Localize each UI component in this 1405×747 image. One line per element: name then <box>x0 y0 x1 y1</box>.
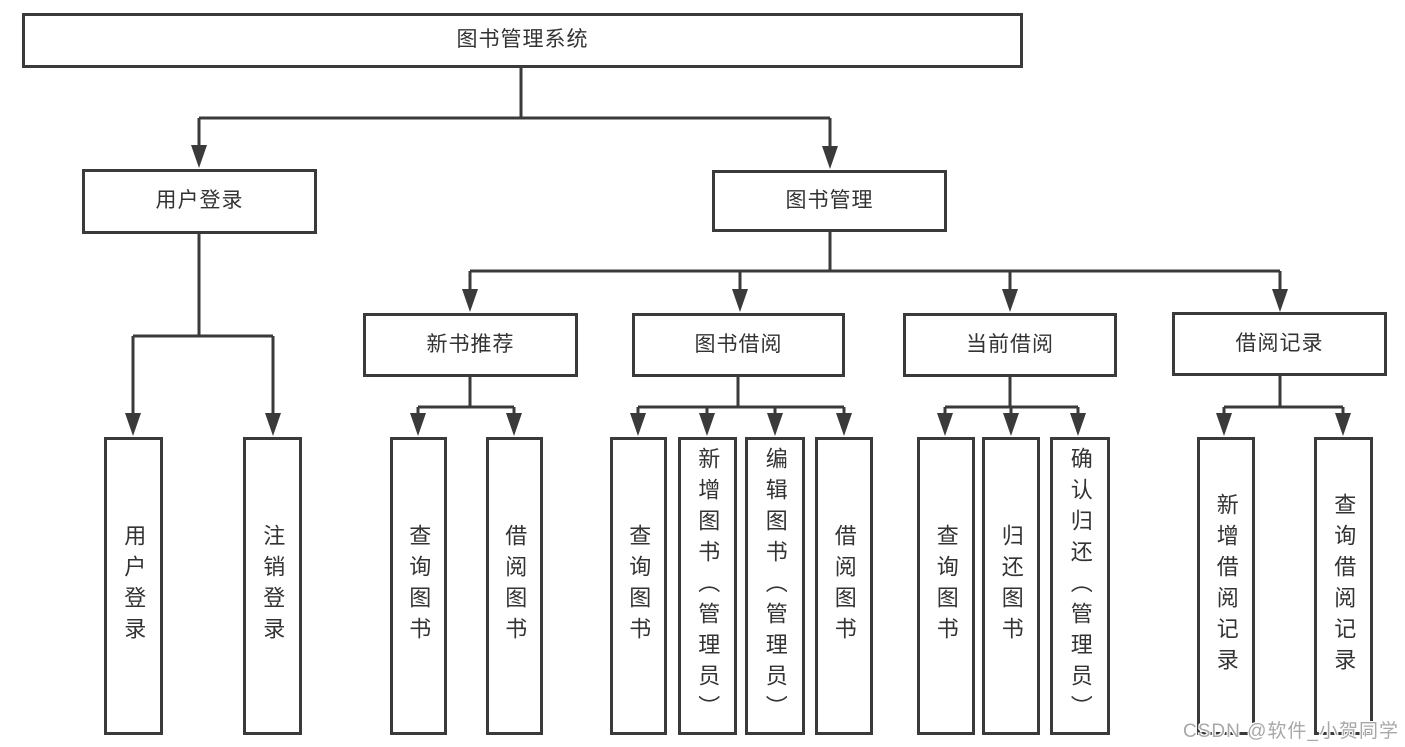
connector-line <box>636 376 846 415</box>
node-new-book-recommend: 新书推荐 <box>363 313 578 377</box>
connector-current-borrow-to-children <box>937 376 1086 436</box>
leaf-query-books-current: 查询图书 <box>917 437 975 735</box>
leaf-logout: 注销登录 <box>243 437 302 735</box>
node-user-login: 用户登录 <box>82 169 317 234</box>
connector-root-to-level2 <box>191 66 838 169</box>
connector-user-login-to-children <box>125 232 281 436</box>
leaf-edit-books-admin: 编辑图书（管理员） <box>745 437 805 735</box>
arrowhead <box>410 413 522 436</box>
csdn-watermark: CSDN @软件_小贺同学 <box>1183 721 1399 742</box>
leaf-borrow-books: 借阅图书 <box>815 437 873 735</box>
arrowhead <box>191 145 838 169</box>
connector-new-book-rec-to-children <box>410 376 522 436</box>
arrowhead <box>125 413 281 436</box>
arrowhead <box>1216 413 1351 436</box>
node-current-borrow: 当前借阅 <box>903 313 1117 377</box>
connector-line <box>197 66 832 148</box>
arrowhead <box>630 413 852 436</box>
node-borrow-records: 借阅记录 <box>1172 312 1387 376</box>
connector-borrow-records-to-children <box>1216 374 1351 436</box>
node-root-system: 图书管理系统 <box>22 13 1023 68</box>
leaf-user-login: 用户登录 <box>104 437 163 735</box>
connector-book-management-to-level3 <box>462 231 1288 312</box>
leaf-confirm-return-admin: 确认归还（管理员） <box>1050 437 1110 735</box>
arrowhead <box>937 413 1086 436</box>
connector-line <box>416 376 516 415</box>
leaf-return-books: 归还图书 <box>982 437 1040 735</box>
arrowhead <box>462 289 1288 312</box>
connector-line <box>1222 374 1345 415</box>
leaf-query-borrow-record: 查询借阅记录 <box>1314 437 1373 735</box>
leaf-add-borrow-record: 新增借阅记录 <box>1197 437 1255 735</box>
connector-line <box>943 376 1080 415</box>
leaf-add-books-admin: 新增图书（管理员） <box>678 437 737 735</box>
leaf-borrow-books-rec: 借阅图书 <box>486 437 543 735</box>
leaf-query-books-borrow: 查询图书 <box>610 437 667 735</box>
connector-book-borrow-to-children <box>630 376 852 436</box>
node-book-management: 图书管理 <box>712 170 947 232</box>
node-book-borrow: 图书借阅 <box>632 313 845 377</box>
leaf-query-books-rec: 查询图书 <box>390 437 447 735</box>
connector-line <box>468 231 1282 291</box>
connector-line <box>131 232 275 415</box>
